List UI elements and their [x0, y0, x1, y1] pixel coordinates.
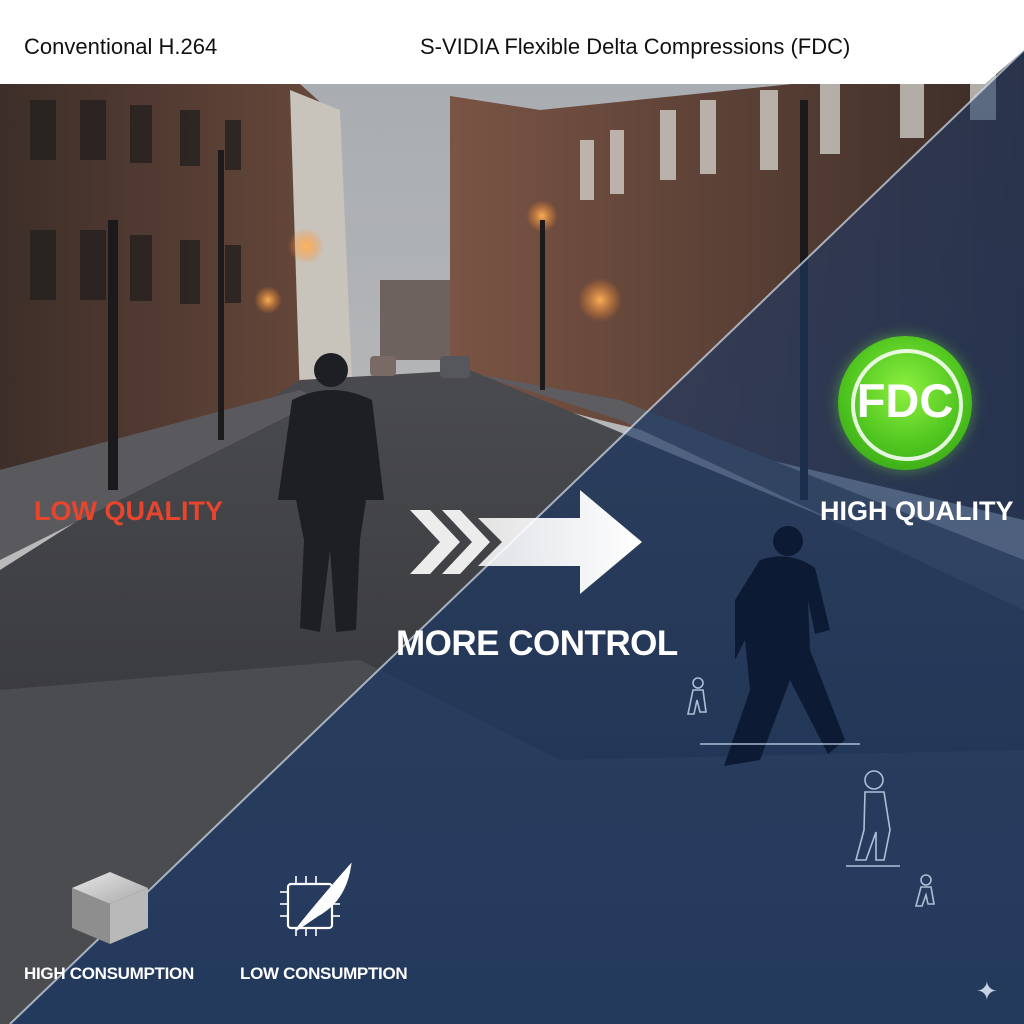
chip-feather-icon [280, 862, 352, 936]
left-header-title: Conventional H.264 [24, 34, 218, 59]
fdc-badge-ring [851, 349, 963, 461]
cube-icon [72, 872, 148, 944]
high-consumption-label: HIGH CONSUMPTION [24, 964, 194, 983]
sparkle-icon: ✦ [976, 976, 998, 1006]
low-consumption-label: LOW CONSUMPTION [240, 964, 408, 983]
chevron-arrow-right-icon [410, 490, 642, 594]
high-quality-label: HIGH QUALITY [820, 496, 1014, 526]
person-silhouette [278, 353, 384, 632]
header-bar [0, 0, 1024, 84]
person-silhouette-blue [724, 526, 845, 766]
fdc-badge-text: FDC [856, 374, 954, 427]
fdc-badge: FDC [838, 336, 972, 470]
low-quality-label: LOW QUALITY [34, 496, 223, 526]
more-control-label: MORE CONTROL [396, 624, 678, 663]
right-header-title: S-VIDIA Flexible Delta Compressions (FDC… [420, 34, 851, 59]
